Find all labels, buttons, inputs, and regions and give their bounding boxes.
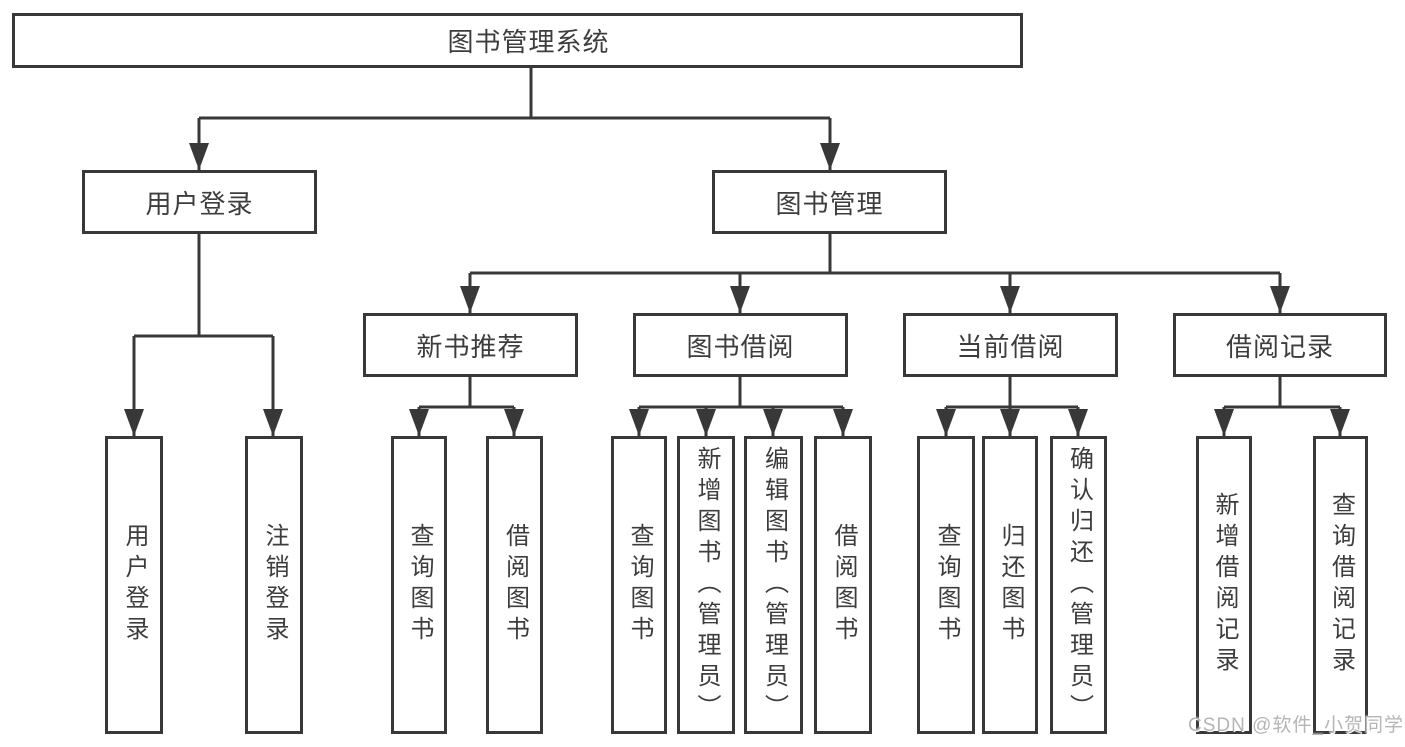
leaf-return-books-label: 归还图书 — [997, 523, 1024, 647]
arrow-icon — [730, 286, 750, 313]
leaf-query-books-current-label: 查询图书 — [933, 523, 960, 647]
leaf-borrow-books-borrowing: 借阅图书 — [814, 436, 872, 734]
arrow-icon — [763, 409, 783, 436]
leaf-edit-book-admin: 编辑图书（管理员） — [744, 436, 803, 734]
arrow-icon — [1000, 409, 1020, 436]
node-book-management: 图书管理 — [712, 170, 947, 234]
arrow-icon — [833, 409, 853, 436]
node-book-borrowing: 图书借阅 — [633, 313, 848, 377]
leaf-query-books-recommend: 查询图书 — [391, 436, 447, 734]
node-user-login-branch: 用户登录 — [82, 170, 317, 234]
csdn-watermark: CSDN @软件_小贺同学 — [1188, 715, 1404, 736]
leaf-query-books-borrowing: 查询图书 — [611, 436, 667, 734]
leaf-user-login: 用户登录 — [105, 436, 163, 734]
leaf-logout-label: 注销登录 — [261, 523, 288, 647]
arrow-icon — [1000, 286, 1020, 313]
arrow-icon — [629, 409, 649, 436]
node-new-book-recommendation-label: 新书推荐 — [416, 331, 525, 362]
leaf-edit-book-admin-label: 编辑图书（管理员） — [760, 445, 788, 725]
tree-edges — [132, 68, 1342, 436]
arrow-icon — [1330, 409, 1350, 436]
leaf-query-books-borrowing-label: 查询图书 — [626, 523, 653, 647]
leaf-return-books: 归还图书 — [982, 436, 1038, 734]
node-book-borrowing-label: 图书借阅 — [686, 331, 795, 362]
arrow-icon — [1270, 286, 1290, 313]
leaf-query-borrow-record: 查询借阅记录 — [1313, 436, 1368, 734]
node-current-borrowing: 当前借阅 — [903, 313, 1118, 377]
leaf-query-books-current: 查询图书 — [917, 436, 975, 734]
arrow-icon — [124, 409, 144, 436]
node-library-management-system-label: 图书管理系统 — [447, 27, 610, 57]
node-book-management-label: 图书管理 — [775, 188, 884, 219]
arrow-icon — [504, 409, 524, 436]
leaf-query-borrow-record-label: 查询借阅记录 — [1327, 492, 1355, 678]
arrow-icon — [696, 409, 716, 436]
leaf-query-books-recommend-label: 查询图书 — [406, 523, 433, 647]
node-new-book-recommendation: 新书推荐 — [363, 313, 578, 377]
node-current-borrowing-label: 当前借阅 — [956, 331, 1065, 362]
node-library-management-system: 图书管理系统 — [12, 13, 1023, 68]
leaf-borrow-books-borrowing-label: 借阅图书 — [830, 523, 857, 647]
arrow-icon — [1068, 409, 1088, 436]
arrow-icon — [820, 143, 840, 170]
leaf-add-borrow-record: 新增借阅记录 — [1196, 436, 1252, 734]
node-borrowing-records: 借阅记录 — [1173, 313, 1387, 377]
leaf-confirm-return-admin: 确认归还（管理员） — [1050, 436, 1107, 734]
arrow-icon — [263, 409, 283, 436]
node-borrowing-records-label: 借阅记录 — [1225, 331, 1334, 362]
leaf-add-book-admin: 新增图书（管理员） — [677, 436, 735, 734]
leaf-confirm-return-admin-label: 确认归还（管理员） — [1065, 445, 1093, 725]
arrow-icon — [936, 409, 956, 436]
leaf-logout: 注销登录 — [245, 436, 303, 734]
leaf-add-borrow-record-label: 新增借阅记录 — [1211, 492, 1238, 678]
arrow-icon — [189, 143, 209, 170]
arrow-icon — [1214, 409, 1234, 436]
leaf-borrow-books-recommend: 借阅图书 — [486, 436, 543, 734]
arrow-icon — [460, 286, 480, 313]
node-user-login-branch-label: 用户登录 — [145, 188, 254, 219]
leaf-add-book-admin-label: 新增图书（管理员） — [693, 445, 720, 725]
arrow-icon — [409, 409, 429, 436]
leaf-borrow-books-recommend-label: 借阅图书 — [501, 523, 529, 647]
leaf-user-login-label: 用户登录 — [121, 523, 148, 647]
